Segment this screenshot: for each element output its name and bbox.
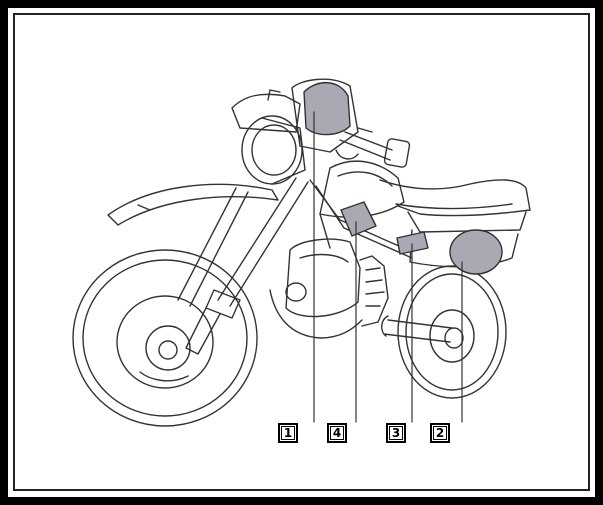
part-1-highlight [304, 83, 350, 135]
callout-label-2-text: 2 [433, 426, 447, 440]
callout-label-1: 1 [278, 423, 298, 443]
callout-label-4-text: 4 [330, 426, 344, 440]
callout-label-1-text: 1 [281, 426, 295, 440]
highlighted-parts [304, 83, 502, 274]
callout-label-3: 3 [386, 423, 406, 443]
front-wheel [73, 250, 257, 426]
engine [270, 239, 388, 338]
front-fender [108, 184, 278, 225]
callout-label-4: 4 [327, 423, 347, 443]
callout-label-3-text: 3 [389, 426, 403, 440]
swingarm [382, 316, 452, 342]
part-4-highlight [341, 202, 376, 236]
callout-label-2: 2 [430, 423, 450, 443]
rear-wheel [398, 266, 506, 398]
headlight [242, 116, 305, 184]
part-2-highlight [450, 230, 502, 274]
